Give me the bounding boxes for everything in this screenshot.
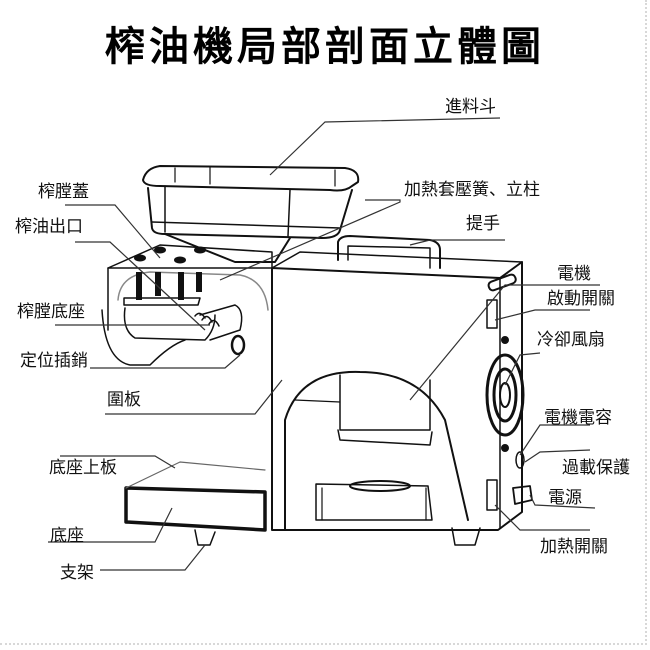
press-cover: [107, 244, 273, 331]
press-chamber: [101, 271, 269, 366]
label-heating-sleeve: 加熱套壓簧、立柱: [404, 180, 540, 200]
diagram-title: 榨油機局部剖面立體圖: [105, 24, 545, 70]
label-heating-switch: 加熱開關: [540, 537, 608, 557]
label-press-cover: 榨膛蓋: [38, 182, 89, 202]
label-cooling-fan: 冷卻風扇: [537, 330, 605, 350]
base-block: [124, 461, 267, 546]
label-base-top-plate: 底座上板: [49, 458, 117, 478]
label-hopper: 進料斗: [445, 97, 496, 117]
label-stand: 支架: [60, 563, 94, 583]
label-base: 底座: [50, 526, 84, 546]
leader-lines: [48, 117, 600, 571]
label-locating-pin: 定位插銷: [20, 351, 88, 371]
label-start-switch: 啟動開關: [547, 289, 615, 309]
label-press-base: 榨膛底座: [17, 302, 85, 322]
label-power-socket: 電源: [548, 488, 582, 508]
machine-body: [271, 235, 533, 546]
label-oil-outlet: 榨油出口: [15, 217, 83, 237]
label-handle: 提手: [466, 214, 500, 234]
cutaway-arch: [284, 370, 469, 531]
hopper: [142, 165, 360, 263]
label-motor-capacitor: 電機電容: [544, 408, 612, 428]
label-enclosure-panel: 圍板: [107, 390, 141, 410]
label-motor: 電機: [557, 264, 591, 284]
label-overload-protection: 過載保護: [562, 458, 630, 478]
